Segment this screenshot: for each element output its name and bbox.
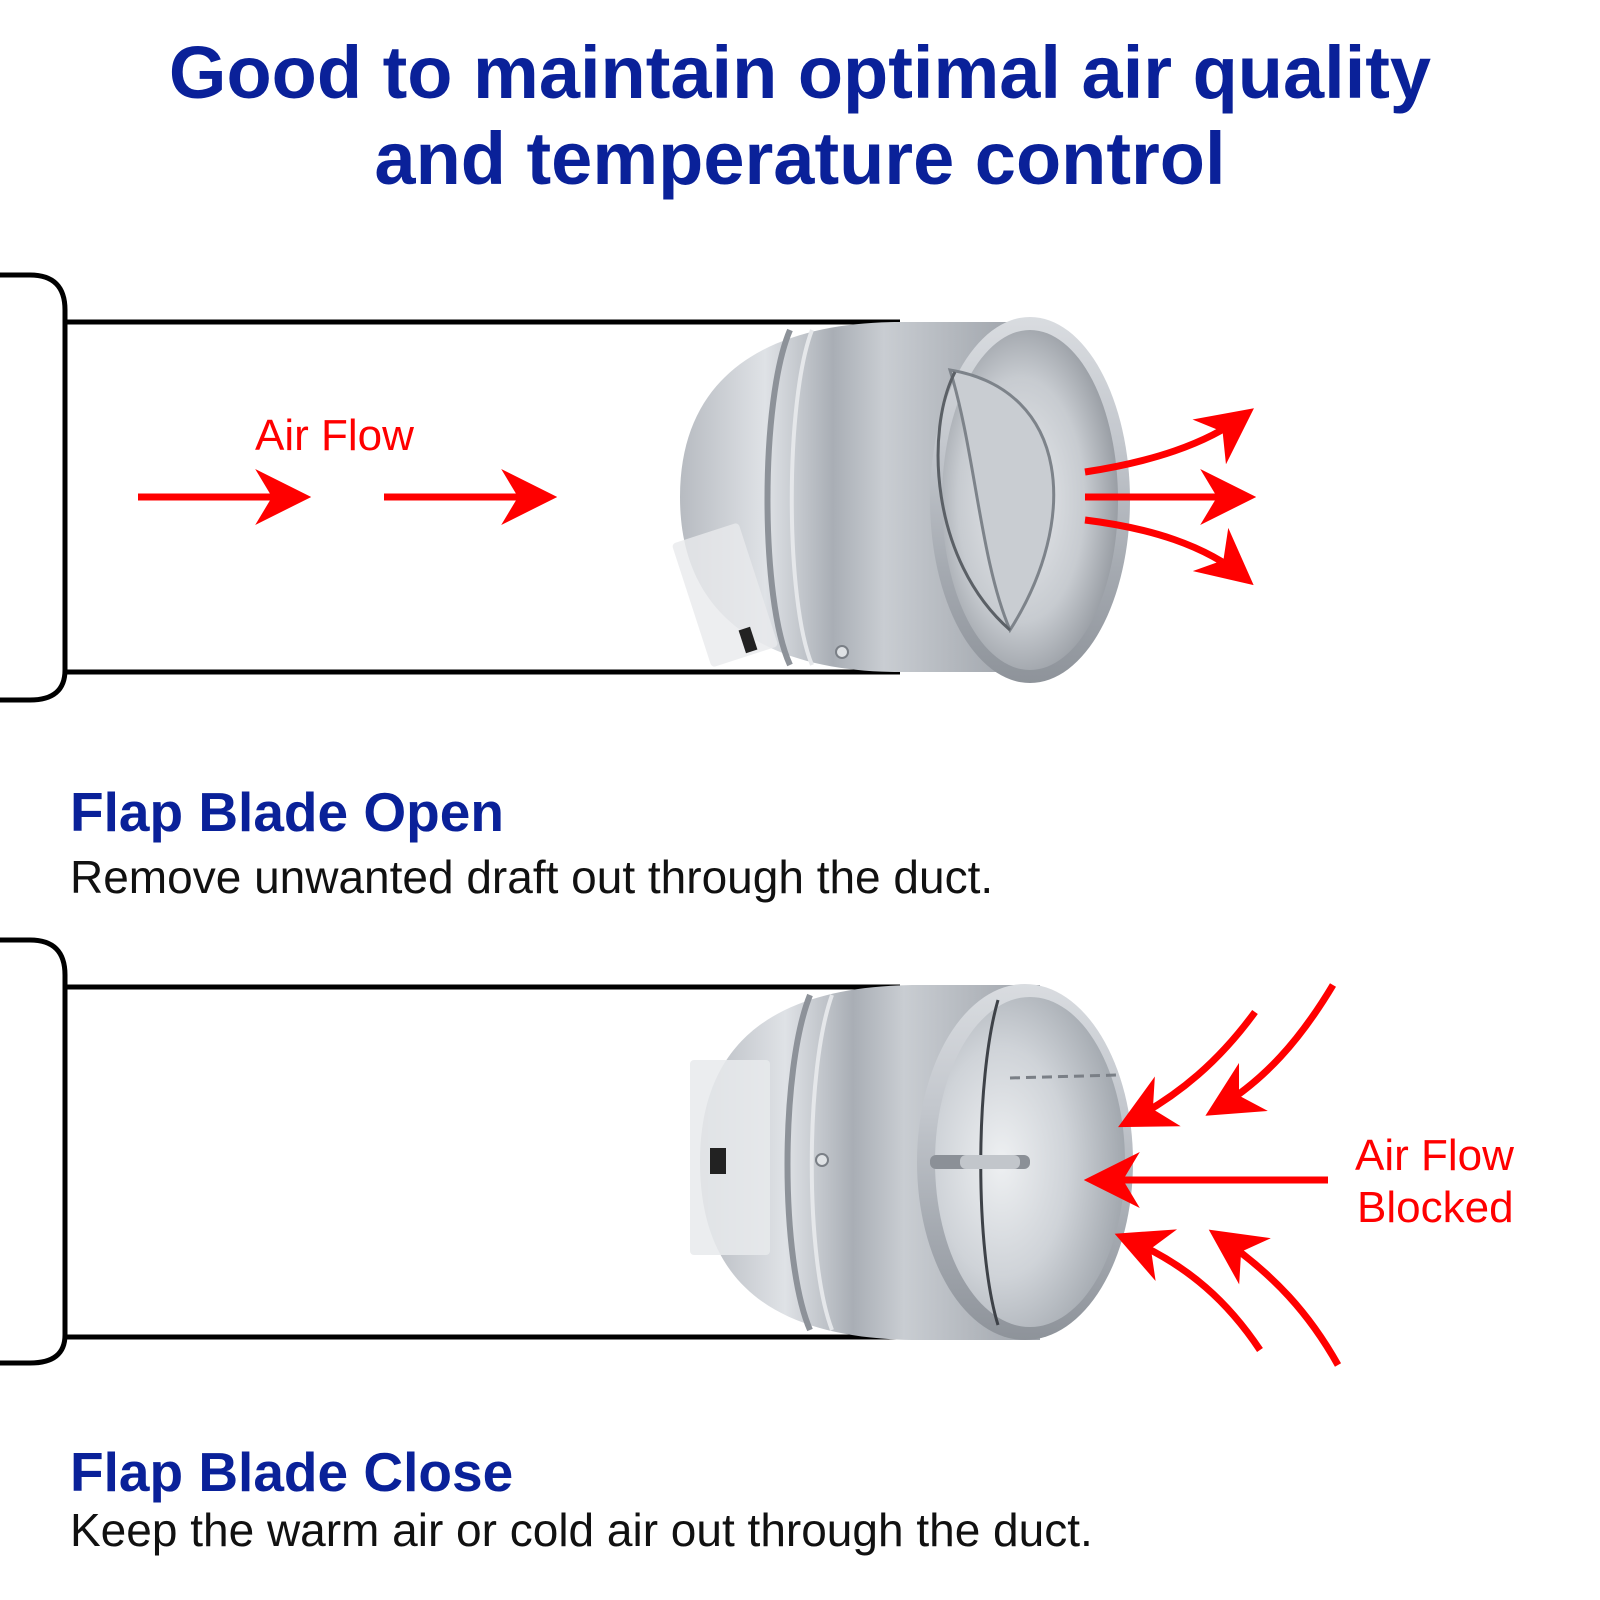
headline: Good to maintain optimal air quality and… xyxy=(0,30,1600,202)
duct-outline-top xyxy=(0,272,900,703)
open-panel-illustration: Air Flow xyxy=(0,272,1257,703)
flap-open-title: Flap Blade Open xyxy=(70,781,504,843)
blocked-flow-arrow-icon xyxy=(1083,983,1342,1367)
outflow-arrow-icon xyxy=(1084,408,1257,586)
flap-close-description: Keep the warm air or cold air out throug… xyxy=(70,1504,1093,1556)
air-flow-blocked-line-2: Blocked xyxy=(1357,1183,1514,1232)
damper-closed-icon xyxy=(690,984,1133,1340)
damper-open-icon xyxy=(672,317,1130,683)
headline-line-2: and temperature control xyxy=(374,117,1226,200)
air-flow-blocked-line-1: Air Flow xyxy=(1355,1131,1514,1180)
air-flow-label: Air Flow xyxy=(255,411,414,460)
closed-panel-illustration: Air Flow Blocked xyxy=(0,937,1526,1367)
flap-close-title: Flap Blade Close xyxy=(70,1441,514,1503)
headline-line-1: Good to maintain optimal air quality xyxy=(168,31,1432,114)
flap-open-description: Remove unwanted draft out through the du… xyxy=(70,851,994,903)
air-flow-blocked-label: Air Flow Blocked xyxy=(1355,1131,1526,1232)
duct-outline-bottom xyxy=(0,937,900,1366)
